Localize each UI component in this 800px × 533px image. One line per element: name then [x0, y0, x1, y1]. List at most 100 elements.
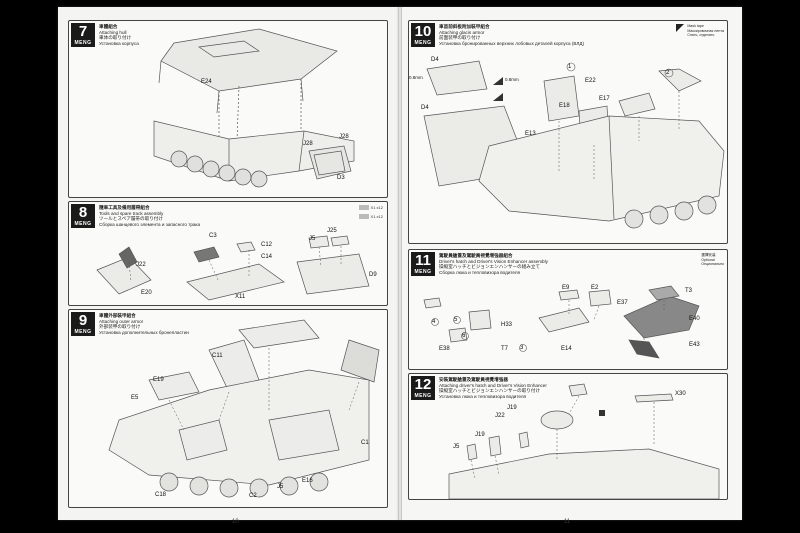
part-label: C1: [361, 440, 369, 446]
step-title-ru: Сборка люка и тепловизора водителя: [439, 269, 521, 275]
step-title-ru: Установка дополнительных бронепластин: [99, 329, 189, 335]
step-number-callout: 2: [666, 70, 670, 76]
part-label: X11: [235, 294, 246, 300]
mask-tape-icon: [676, 24, 685, 32]
step-title-en: Attaching hull: [99, 29, 127, 35]
step-11-number: 11: [415, 252, 431, 269]
part-label: E18: [559, 103, 570, 109]
meng-logo: MENG: [414, 393, 432, 399]
optional-legend: 選擇安装 Optional Опционально: [701, 253, 724, 267]
step-title-cn: 車首前斜板附加裝甲組合: [439, 24, 490, 29]
part-label: E20: [141, 290, 152, 296]
part-label: J25: [327, 228, 337, 234]
part-label: D4: [431, 57, 439, 63]
part-label: J5: [309, 236, 316, 242]
step-title-cn: 安裝駕駛艙蓋及駕駛員視覺增強器: [439, 377, 508, 382]
step-7-badge: 7 MENG: [71, 23, 95, 47]
step-9-number: 9: [78, 312, 88, 329]
step-10-panel: 10 MENG 車首前斜板附加裝甲組合 Attaching glacis arm…: [408, 20, 728, 244]
part-label: E37: [617, 300, 628, 306]
part-label: J19: [507, 405, 517, 411]
legend-text: Optional: [701, 257, 715, 262]
page-gutter: [398, 7, 402, 520]
part-label: D9: [369, 272, 377, 278]
part-label: D3: [337, 175, 345, 181]
step-title-ru: Установка люка и тепловизора водителя: [439, 393, 526, 399]
step-10-number: 10: [414, 23, 432, 40]
step-title-cn: 車體外部裝甲組合: [99, 313, 136, 318]
step-title-jp: 操縦室ハッチとビジョンエンハンサーの取り付け: [439, 388, 541, 394]
step-12-number: 12: [414, 376, 432, 393]
part-label: J22: [136, 262, 146, 268]
step-8-badge: 8 MENG: [71, 204, 95, 228]
part-label: C12: [261, 242, 273, 248]
step-10-titles: 車首前斜板附加裝甲組合 Attaching glacis armor 前面装甲の…: [439, 24, 584, 46]
part-label: E14: [561, 346, 572, 352]
part-label: E38: [439, 346, 450, 352]
outer-armor-drawing: [108, 319, 380, 498]
badge-text: X1 x12: [370, 214, 383, 219]
step-8-number: 8: [78, 204, 88, 221]
step-12-titles: 安裝駕駛艙蓋及駕駛員視覺增強器 Attaching driver's hatch…: [439, 377, 547, 399]
step-title-jp: 車体の取り付け: [99, 35, 132, 41]
meng-logo: MENG: [74, 221, 92, 227]
step-title-en: Tools and spare track assembly: [99, 210, 164, 216]
badge-text: X1 x12: [370, 205, 383, 210]
page-number: 11: [564, 519, 571, 525]
part-label: D4: [421, 105, 429, 111]
step-number-callout: 3: [520, 345, 524, 351]
part-label: T7: [501, 346, 509, 352]
step-8-titles: 隨車工具及備用履帶組合 Tools and spare track assemb…: [99, 205, 200, 227]
step-7-number: 7: [78, 23, 88, 40]
meng-logo: MENG: [414, 269, 432, 275]
part-label: E22: [585, 78, 596, 84]
step-title-ru: Установка корпуса: [99, 40, 139, 46]
step-title-ru: Сборка шанцевого элемента и запасного тр…: [99, 221, 201, 227]
hull-assembly-drawing: [153, 28, 355, 188]
legend-text: Снять, отделить: [687, 33, 715, 37]
step-12-panel: 12 MENG 安裝駕駛艙蓋及駕駛員視覺增強器 Attaching driver…: [408, 373, 728, 500]
glacis-armor-drawing: [423, 60, 725, 229]
tools-assembly-drawing: [96, 235, 370, 301]
step-title-en: Attaching driver's hatch and Driver's Vi…: [439, 382, 547, 388]
part-label: E17: [599, 96, 610, 102]
legend-text: Маскировочная лента: [687, 28, 724, 33]
step-9-titles: 車體外部裝甲組合 Attaching outer armor 外部装甲の取り付け…: [99, 313, 189, 335]
legend-text: 選擇安装: [701, 253, 716, 257]
part-label: J5: [277, 484, 284, 490]
step-number-callout: 1: [568, 64, 572, 70]
part-label: E16: [302, 478, 313, 484]
part-label: C11: [212, 353, 223, 359]
part-label: C14: [261, 254, 273, 260]
part-label: C3: [209, 233, 217, 239]
step-7-titles: 車體組合 Attaching hull 車体の取り付け Установка ко…: [99, 24, 139, 46]
step-11-badge: 11 MENG: [411, 252, 435, 276]
step-number-callout: 4: [432, 319, 436, 325]
part-label: C2: [249, 493, 257, 499]
thickness-callout: 0.8mm: [505, 77, 519, 82]
part-label: E24: [201, 79, 212, 85]
step-10-badge: 10 MENG: [411, 23, 435, 47]
step-title-jp: 操縦室ハッチとビジョンエンハンサーの組み立て: [439, 264, 541, 270]
part-label: E5: [131, 395, 139, 401]
part-label: E43: [689, 342, 700, 348]
step-number-callout: 6: [462, 333, 466, 339]
part-count-badge: X1 x12: [358, 214, 383, 220]
legend-text: Mask tape: [687, 24, 704, 28]
part-label: E2: [591, 285, 599, 291]
step-9-badge: 9 MENG: [71, 312, 95, 336]
part-label: H33: [501, 322, 513, 328]
part-label: J5: [453, 444, 460, 450]
step-7-panel: 7 MENG 車體組合 Attaching hull 車体の取り付け Устан…: [68, 20, 388, 198]
step-8-panel: 8 MENG 隨車工具及備用履帶組合 Tools and spare track…: [68, 201, 388, 306]
step-title-cn: 車體組合: [99, 24, 118, 29]
step-title-cn: 駕駛員艙蓋及駕駛員視覺增強器組合: [439, 253, 513, 258]
meng-logo: MENG: [74, 40, 92, 46]
page-number: 10: [232, 519, 239, 525]
meng-logo: MENG: [74, 329, 92, 335]
part-label: E9: [562, 285, 570, 291]
thickness-callout: 0.8mm: [409, 75, 423, 80]
step-title-jp: ツールとスペア履帯の取り付け: [99, 216, 163, 222]
part-label: X30: [675, 391, 686, 397]
legend-text: Опционально: [701, 262, 724, 266]
